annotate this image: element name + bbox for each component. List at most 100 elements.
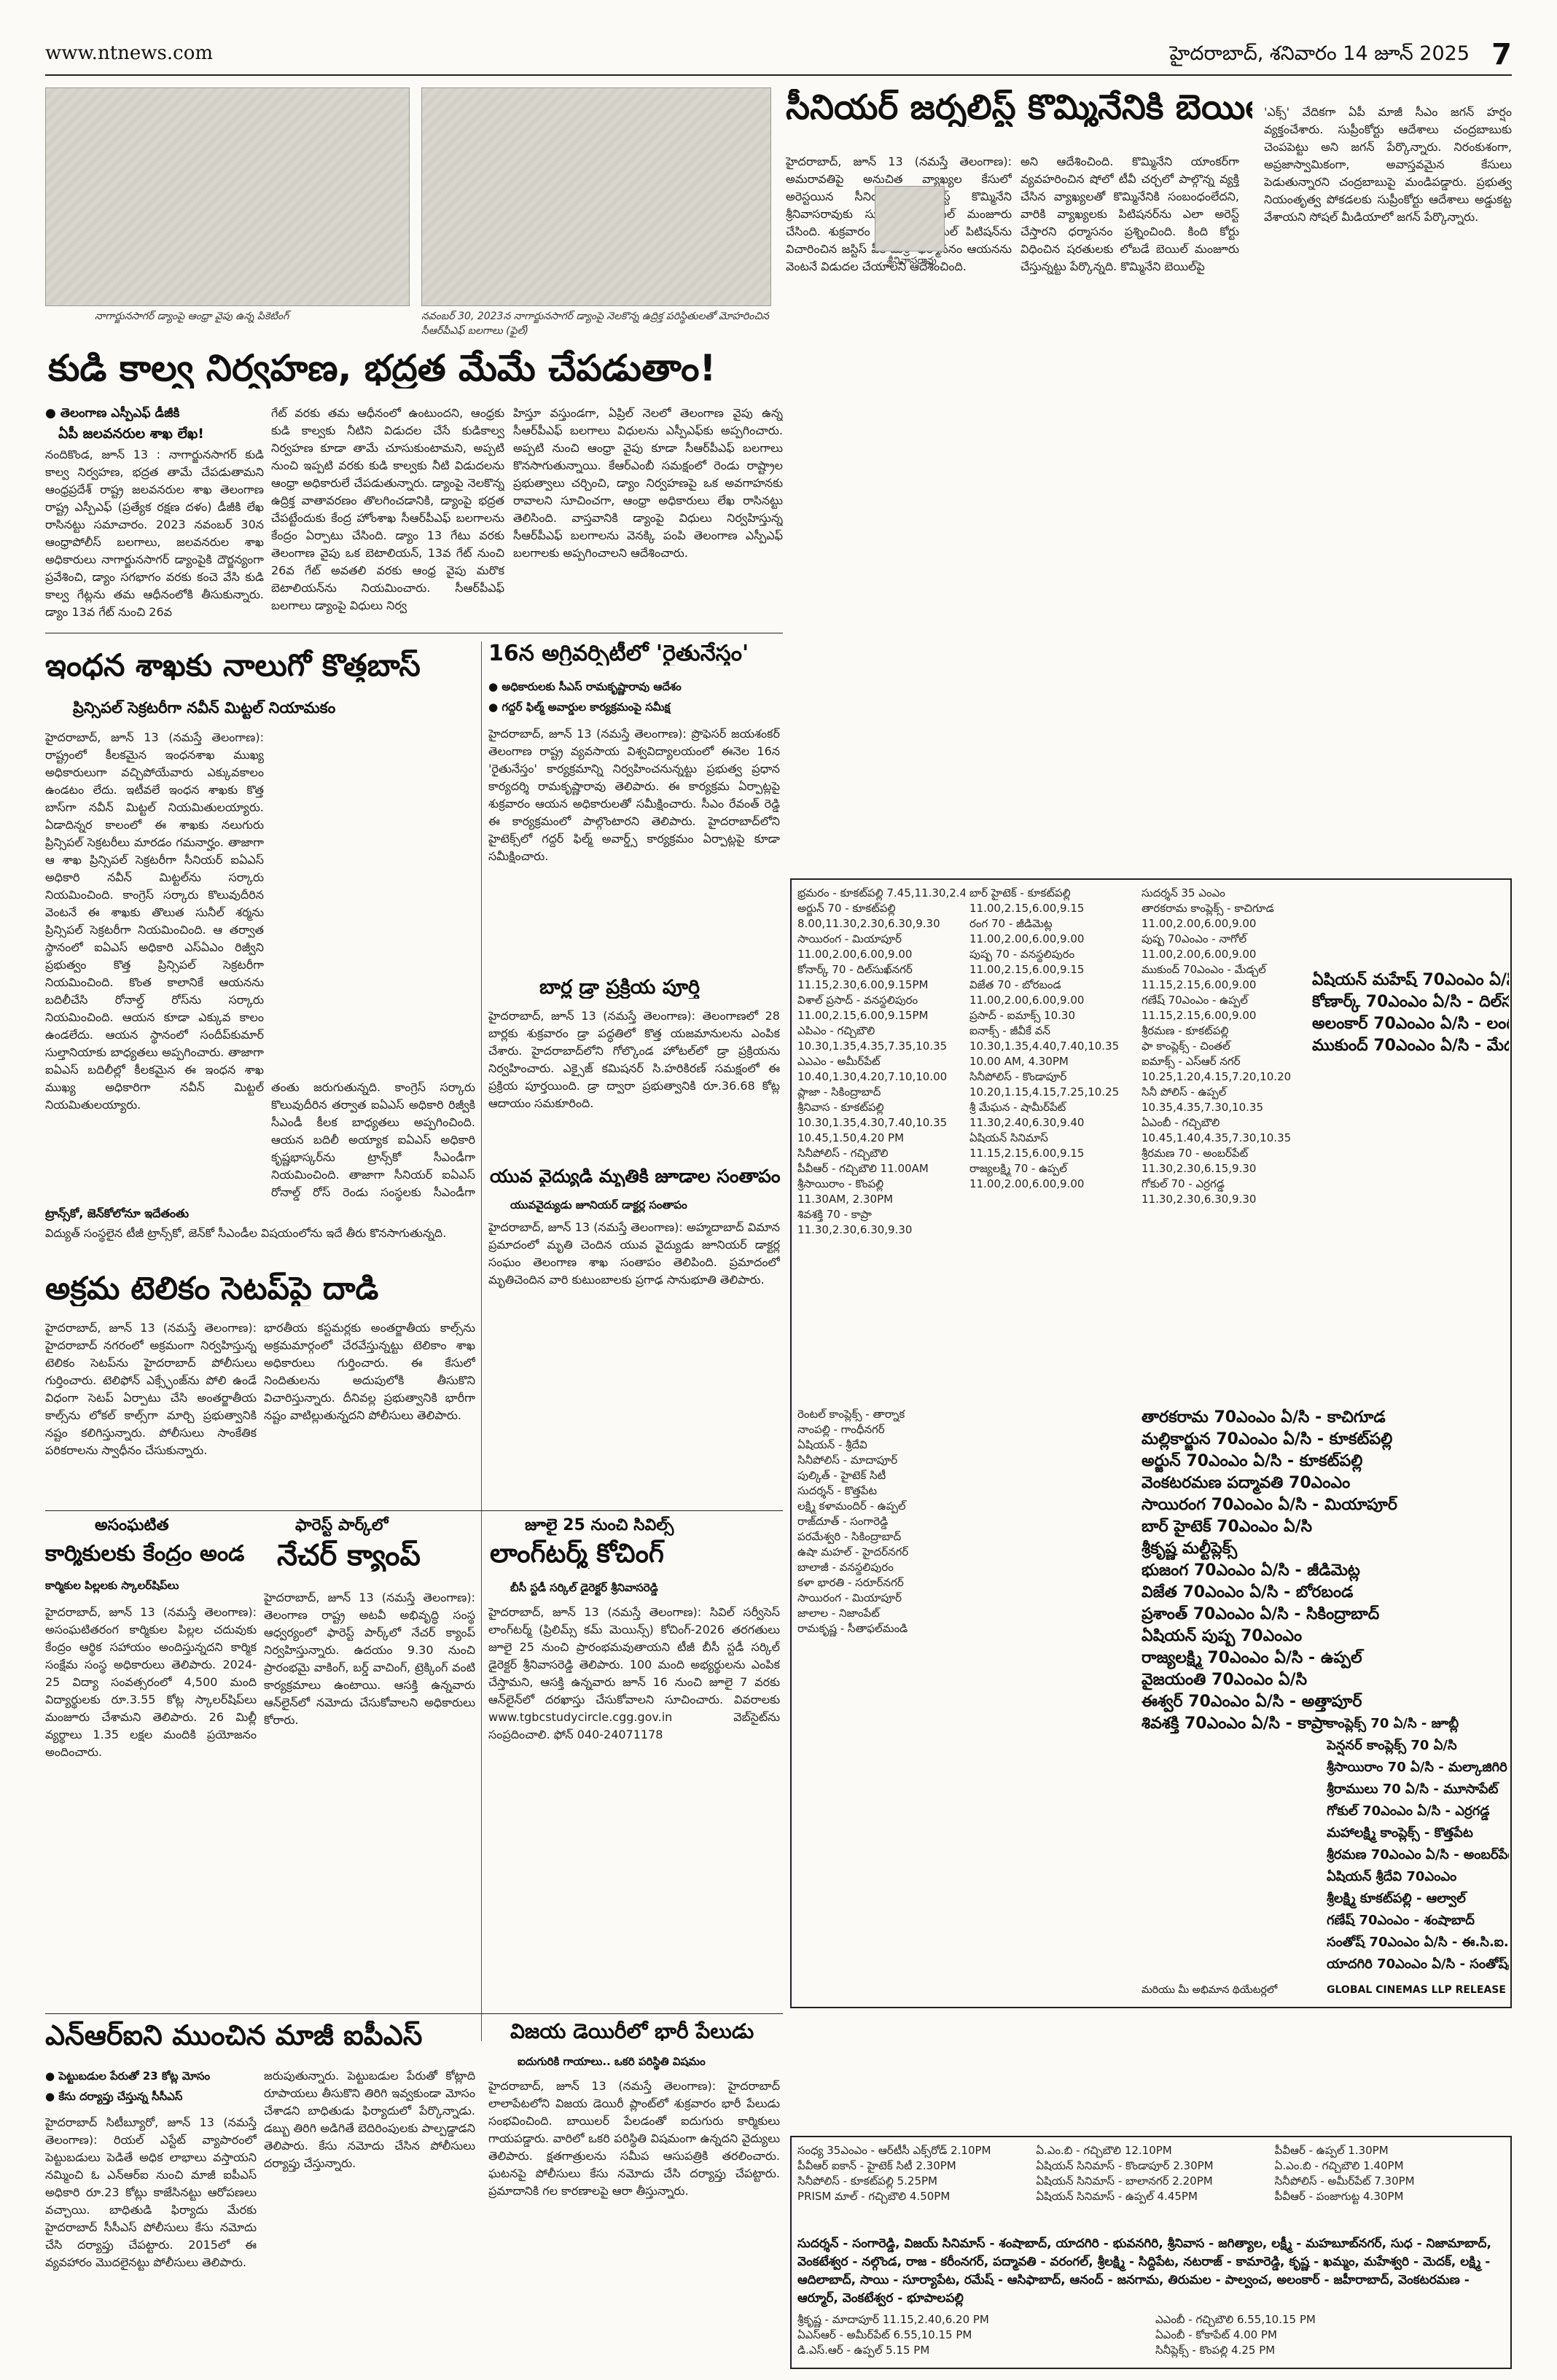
showtime-line: ఐమాక్స్ - ఎస్‌ఆర్ నగర్	[1142, 1055, 1241, 1068]
movie-listings-ad	[790, 878, 1512, 2008]
site-url: www.ntnews.com	[45, 42, 214, 64]
showtime-line: 10.30,1.35,4.30,7.40,10.35	[797, 1116, 948, 1129]
nature-headline: నేచర్ క్యాంప్	[277, 1540, 421, 1572]
bottom-showtime: ఏషియన్ సినిమాస్ - బాలానగర్ 2.20PM	[1036, 2174, 1213, 2188]
showtime-line: 11.00,2.15,6.00,9.15	[969, 902, 1085, 915]
showtime-line: శ్రీరమణ 70 - అంబర్‌పేట్	[1142, 1147, 1249, 1160]
theatre-line: బాలాజీ - వనస్థలిపురం	[797, 1561, 894, 1574]
fuel-col3: విద్యుత్ సంస్థలైన టీజీ ట్రాన్స్‌కో, జెన్…	[45, 1226, 447, 1240]
telecom-col2: భారతీయ కస్టమర్లకు అంతర్జాతీయ కాల్స్‌ను అ…	[264, 1321, 475, 1422]
showtime-line: ఏఎంబీ - గచ్చిబౌలి	[1142, 1116, 1220, 1129]
showtime-line: సుదర్శన్ 35 ఎంఎం	[1142, 886, 1225, 900]
labour-headline: కార్మికులకు కేంద్రం అండ	[45, 1542, 245, 1566]
dam-photo-left	[45, 87, 410, 306]
showtime-line: రంగ 70 - జీడిమెట్ల	[969, 917, 1053, 930]
rythunestham-bullet1: అధికారులకు సీఎస్ రామకృష్ణారావు ఆదేశం	[488, 678, 780, 696]
showtime-line: 10.45,1.50,4.20 PM	[797, 1131, 905, 1144]
bottom-showtime: ఏషియన్ సినిమాస్ - ఉప్పల్ 4.45PM	[1036, 2190, 1198, 2203]
footer-showtime: శ్రీకృష్ణ - మాదాపూర్ 11.15,2.40,6.20 PM	[797, 2313, 989, 2326]
theatre-big-line: శ్రీరాములు 70 ఏ/సి - మూసాపేట్	[1327, 1782, 1499, 1797]
showtime-line: రాజ్యలక్ష్మి 70 - ఉప్పల్	[969, 1162, 1067, 1175]
showtime-line: 11.30,2.30,6.30,9.30	[797, 1223, 913, 1236]
showtime-line: 11.00,2.15,6.00,9.15PM	[797, 1009, 929, 1022]
fuel-subhead: ప్రిన్సిపల్ సెక్రటరీగా నవీన్ మిట్టల్ నియ…	[73, 699, 336, 717]
dairy-subhead: ఐదుగురికి గాయాలు.. ఒకరి పరిస్థితి విషమం	[518, 2055, 706, 2068]
theatre-big-line: కాంప్లెక్స్ 70 ఏ/సి - జూబ్లీ	[1327, 1716, 1459, 1731]
nature-body: హైదరాబాద్, జూన్ 13 (నమస్తే తెలంగాణ): తెల…	[264, 1591, 475, 1727]
theatre-big-line: ఏషియన్ పుష్ప 70ఎంఎం	[1142, 1627, 1303, 1645]
fuel-col2: తంతు జరుగుతున్నది. కాంగ్రెస్ సర్కారు కొల…	[271, 1080, 475, 1199]
showtime-line: 11.00,2.00,6.00,9.00	[1142, 917, 1257, 930]
showtime-line: 11.30AM, 2.30PM	[797, 1193, 894, 1206]
movie-block-mid: బార్ హైటెక్ - కూకట్‌పల్లి11.00,2.15,6.00…	[969, 886, 1137, 1396]
showtime-line: పుష్ప 70 - వనస్థలిపురం	[969, 948, 1075, 961]
movie-bottom-ad	[790, 2136, 1512, 2369]
showtime-line: 10.25,1.20,4.15,7.20,10.20	[1142, 1070, 1292, 1083]
dam-photo-right	[421, 87, 771, 306]
showtime-line: 11.30,2.30,6.15,9.30	[1142, 1162, 1257, 1175]
showtime-line: సినీపోలిస్ - గచ్చిబౌలి	[797, 1147, 889, 1160]
showtime-line: 8.00,11.30,2.30,6.30,9.30	[797, 917, 940, 930]
dairy-body: హైదరాబాద్, జూన్ 13 (నమస్తే తెలంగాణ): హైద…	[488, 2079, 780, 2198]
showtime-line: ప్రసాద్ - ఐమాక్స్ 10.30	[969, 1009, 1075, 1022]
theatre-big-line: వైజయంతి 70ఎంఎం ఏ/సి	[1142, 1671, 1308, 1689]
theatre-big-line: మల్లికార్జున 70ఎంఎం ఏ/సి - కూకట్‌పల్లి	[1142, 1430, 1393, 1448]
showtime-line: 10.45,1.40,4.35,7.30,10.35	[1142, 1131, 1292, 1144]
telecom-headline: అక్రమ టెలికం సెటప్‌పై దాడి	[45, 1272, 379, 1307]
bail-col2: అని ఆదేశించింది. కొమ్మినేని యాంకర్‌గా వ్…	[1021, 155, 1239, 273]
showtime-line: 11.00,2.15,6.00,9.15	[969, 963, 1085, 976]
showtime-line: గణేష్ 70ఎంఎం - ఉప్పల్	[1142, 994, 1248, 1007]
bail-headline: సీనియర్ జర్నలిస్ట్ కొమ్మినేనికి బెయిల్	[786, 89, 1252, 127]
nri-col2: జరుపుతున్నారు. పెట్టుబడుల పేరుతో కోట్లాద…	[264, 2069, 475, 2170]
showtime-line: ఎపిఎం - గచ్చిబౌలి	[797, 1024, 875, 1037]
showtime-line: 11.15,2.15,6.00,9.00	[1142, 1009, 1257, 1022]
bottom-times-grid: సంధ్య 35ఎంఎం - ఆర్‌టీసీ ఎక్స్‌రోడ్ 2.10P…	[797, 2143, 1505, 2231]
theatre-big-line: కోణార్క్ 70ఎంఎం ఏ/సి - దిల్‌సుఖ్‌నగర్	[1312, 993, 1509, 1011]
theatre-big-line: ముకుంద్ 70ఎంఎం ఏ/సి - మేడ్చల్	[1312, 1037, 1509, 1055]
canal-bullet2: ఏపీ జలవనరుల శాఖ లేఖ!	[58, 426, 204, 442]
showtime-line: 10.30,1.35,4.40,7.40,10.35	[969, 1039, 1120, 1053]
theatre-big-line: ప్రశాంత్ 70ఎంఎం ఏ/సి - సికింద్రాబాద్	[1142, 1605, 1380, 1623]
showtime-line: తారకరామ కాంప్లెక్స్ - కాచిగూడ	[1142, 902, 1274, 915]
showtime-line: సినీపోలిస్ - కొండాపూర్	[969, 1070, 1067, 1083]
header-rule	[45, 74, 1512, 76]
bardraw-headline: బార్ల డ్రా ప్రక్రియ పూర్తి	[539, 977, 701, 999]
theatre-line: రామకృష్ణ - సీతాఫల్‌మండి	[797, 1622, 908, 1635]
showtime-line: ఏషియన్ సినిమాస్	[969, 1131, 1048, 1144]
fuel-col1: హైదరాబాద్, జూన్ 13 (నమస్తే తెలంగాణ): రాష…	[45, 730, 264, 1112]
theatre-big-line: వెంకటరమణ పద్మావతి 70ఎంఎం	[1142, 1474, 1351, 1492]
footer-theatres: సుదర్శన్ - సంగారెడ్డి, విజయ్ సినిమాస్ - …	[797, 2236, 1491, 2306]
theatre-big-line: శ్రీరమణ 70ఎంఎం ఏ/సి - అంబర్‌పేట్	[1327, 1847, 1509, 1862]
theatre-big-line: అలంకార్ 70ఎంఎం ఏ/సి - లంగర్‌హౌజ్	[1312, 1015, 1509, 1033]
theatre-big-line: బార్ హైటెక్ 70ఎంఎం ఏ/సి	[1142, 1518, 1313, 1536]
bottom-showtime: పీవీఆర్ ఐకాన్ - హైటెక్ సిటీ 2.30PM	[797, 2159, 956, 2172]
theatre-line: కళా భారతి - సరూర్‌నగర్	[797, 1576, 904, 1589]
theatre-big-line: ఏషియన్ శ్రీదేవి 70ఎంఎం	[1327, 1869, 1457, 1884]
rythunestham-headline: 16న అగ్రివర్సిటీలో 'రైతునేస్తం'	[488, 641, 749, 666]
showtime-line: 11.00,2.00,6.00,9.00	[1142, 948, 1257, 961]
theatre-big-line: గోకుల్ 70ఎంఎం ఏ/సి - ఎర్రగడ్డ	[1327, 1803, 1490, 1819]
theatre-big-line: మహాలక్ష్మి కాంప్లెక్స్ - కొత్తపేట	[1327, 1825, 1473, 1841]
movie-big-right-list: కాంప్లెక్స్ 70 ఏ/సి - జూబ్లీపెన్షనర్ కాం…	[1327, 1713, 1509, 1983]
column-divider	[481, 641, 482, 2041]
bardraw-body: హైదరాబాద్, జూన్ 13 (నమస్తే తెలంగాణ): తెల…	[488, 1009, 780, 1110]
nri-col1: హైదరాబాద్ సిటీబ్యూరో, జూన్ 13 (నమస్తే తె…	[45, 2115, 257, 2269]
theatre-big-line: శ్రీకృష్ణ మల్టీప్లెక్స్	[1142, 1540, 1238, 1558]
labour-kicker: అసంఘటిత	[95, 1516, 169, 1534]
movie-big-right-top: ఏషియన్ మహేష్ 70ఎంఎం ఏ/సి - అంబర్‌పేట్ కోణ…	[1312, 969, 1509, 1523]
theatre-big-line: ఈశ్వర్ 70ఎంఎం ఏ/సి - అత్తాపూర్	[1142, 1693, 1362, 1711]
showtime-line: విశాల్ ప్రసాద్ - వనస్థలిపురం	[797, 994, 918, 1007]
showtime-line: 11.00,2.00,6.00,9.00	[969, 1177, 1085, 1190]
showtime-line: అర్జున్ 70 - కూకట్‌పల్లి	[797, 902, 896, 915]
showtime-line: ప్లాజా - సికింద్రాబాద్	[797, 1085, 881, 1099]
showtime-line: 10.35,4.35,7.30,10.35	[1142, 1101, 1263, 1114]
showtime-line: సినీ పోలిస్ - ఉప్పల్	[1142, 1085, 1227, 1099]
bottom-showtime: పీవీఆర్ - పంజాగుట్ట 4.30PM	[1274, 2190, 1404, 2203]
footer-showtime: ఎఎంబీ - గచ్చిబౌలి 6.55,10.15 PM	[1155, 2313, 1316, 2326]
theatre-big-line: గణేష్ 70ఎంఎం - శంషాబాద్	[1327, 1913, 1475, 1928]
theatre-big-line: ఏషియన్ మహేష్ 70ఎంఎం ఏ/సి - అంబర్‌పేట్	[1312, 971, 1509, 989]
bottom-showtime: ఏ.ఎం.బి - గచ్చిబౌలి 1.40PM	[1274, 2159, 1404, 2172]
theatre-big-line: విజేత 70ఎంఎం ఏ/సి - బోరబండ	[1142, 1583, 1354, 1601]
dairy-headline: విజయ డెయిరీలో భారీ పేలుడు	[510, 2021, 754, 2043]
